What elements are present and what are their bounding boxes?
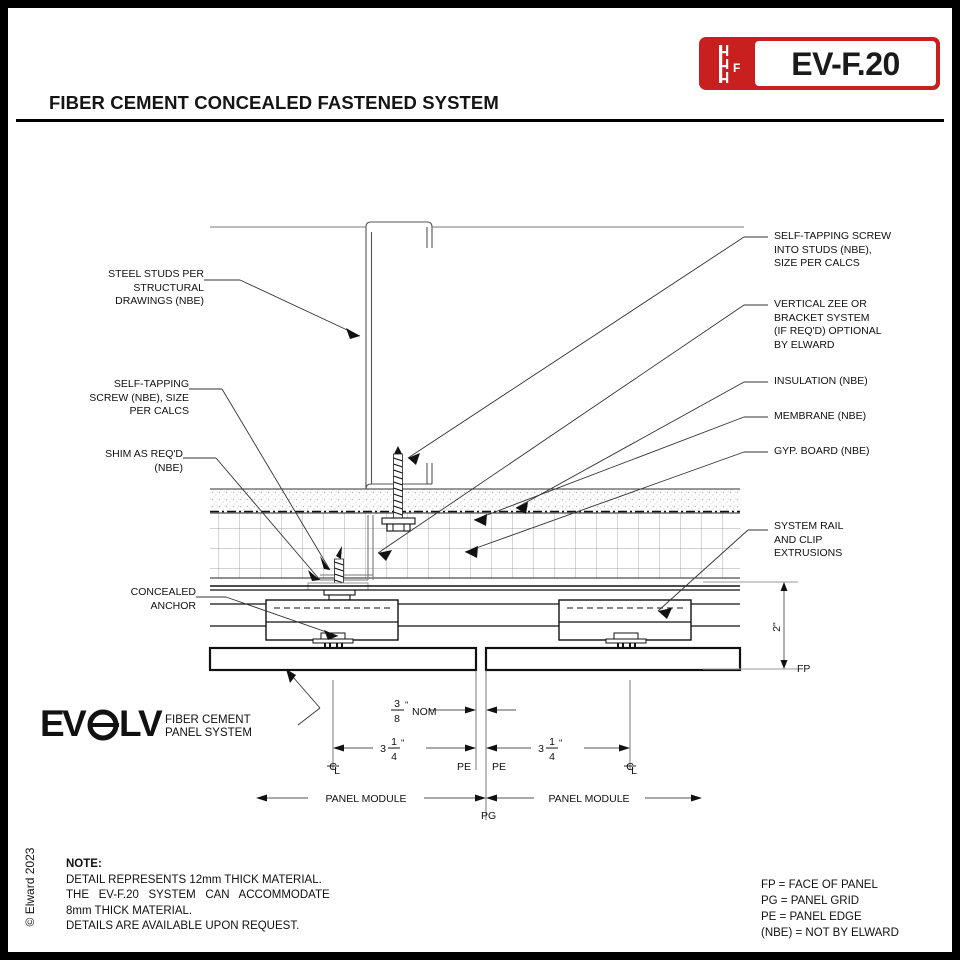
logo-tagline: FIBER CEMENT PANEL SYSTEM [165,714,252,740]
note-block: NOTE: DETAIL REPRESENTS 12mm THICK MATER… [66,857,330,935]
vertical-dimension-2in [703,581,798,670]
gap-dimension-text: 3 8 " NOM [391,698,437,725]
svg-text:3: 3 [538,743,544,755]
wall-section-drawing: 2" FP 3 8 " NOM [183,221,810,822]
label-shim: SHIM AS REQ'D (NBE) [105,448,183,474]
note-line-3: 8mm THICK MATERIAL. [66,904,193,917]
insulation-layer [210,488,740,511]
svg-text:V: V [138,703,163,744]
face-of-panel-tag: FP [797,663,810,675]
label-concealed-anchor: CONCEALED ANCHOR [130,586,196,612]
logo-tagline-line1: FIBER CEMENT [165,714,251,726]
svg-text:E: E [40,703,64,744]
svg-text:3: 3 [380,743,386,755]
svg-text:PE: PE [457,761,471,773]
sheet-title: FIBER CEMENT CONCEALED FASTENED SYSTEM [49,92,499,113]
legend-line-3: PE = PANEL EDGE [761,911,862,923]
label-gyp-board: GYP. BOARD (NBE) [774,445,870,457]
screw-upper [381,446,416,532]
fiber-cement-panel-right [484,646,742,672]
leader-lines [183,236,768,726]
svg-text:L: L [334,765,340,777]
svg-text:V: V [62,703,87,744]
svg-text:3: 3 [394,698,400,710]
badge-code-plate: EV-F.20 [755,41,936,86]
svg-text:1: 1 [391,736,397,748]
dimension-extension-lines [332,670,631,820]
svg-text:1: 1 [549,736,555,748]
svg-text:": " [405,700,408,711]
detail-number-badge: F EV-F.20 [699,37,940,90]
centerline-tags: C L C L PE PE [327,761,637,777]
svg-text:C: C [329,761,337,773]
steel-stud [365,221,433,490]
svg-text:L: L [119,703,141,744]
panel-grid-tag: PG [481,810,496,822]
svg-text:": " [559,738,562,749]
label-insulation: INSULATION (NBE) [774,375,868,387]
vertical-zee-bracket [320,515,374,581]
clip-extrusion-left [265,599,399,644]
header-divider [16,119,944,122]
evolv-logo: E V L V [40,703,164,744]
drawing-page: F EV-F.20 FIBER CEMENT CONCEALED FASTENE… [8,8,952,952]
svg-text:8: 8 [394,713,400,725]
panel-module-left-label: PANEL MODULE [325,793,406,805]
module-half-left-text: 3 1 4 " [380,736,404,763]
logo-o-mark [87,709,119,741]
label-self-tapping-screw: SELF-TAPPING SCREW (NBE), SIZE PER CALCS [89,378,189,417]
note-line-1: DETAIL REPRESENTS 12mm THICK MATERIAL. [66,873,322,886]
svg-text:4: 4 [391,751,397,763]
label-steel-studs: STEEL STUDS PER STRUCTURAL DRAWINGS (NBE… [108,268,204,307]
clip-extrusion-right [558,599,692,644]
badge-letter: F [733,61,741,75]
svg-text:L: L [631,765,637,777]
gap-dimension [429,706,516,714]
legend-line-4: (NBE) = NOT BY ELWARD [761,927,899,939]
note-heading: NOTE: [66,858,102,870]
svg-text:NOM: NOM [412,706,437,718]
label-vertical-zee: VERTICAL ZEE OR BRACKET SYSTEM (IF REQ'D… [774,298,882,351]
legend-line-1: FP = FACE OF PANEL [761,879,878,891]
svg-text:C: C [626,761,634,773]
fiber-cement-panel-left [208,646,478,672]
gyp-board-layer [210,512,740,579]
logo-tagline-line2: PANEL SYSTEM [165,727,252,739]
label-membrane: MEMBRANE (NBE) [774,410,867,422]
label-system-rail: SYSTEM RAIL AND CLIP EXTRUSIONS [774,520,844,559]
svg-text:PE: PE [492,761,506,773]
detail-number: EV-F.20 [791,45,900,82]
module-half-dimension-left [333,744,476,752]
label-self-tapping-screw-studs: SELF-TAPPING SCREW INTO STUDS (NBE), SIZ… [774,230,892,269]
note-line-4: DETAILS ARE AVAILABLE UPON REQUEST. [66,920,300,932]
panel-section-icon [719,45,729,83]
svg-text:": " [401,738,404,749]
panel-module-dimension [256,794,702,802]
legend-line-2: PG = PANEL GRID [761,895,860,907]
panel-module-right-label: PANEL MODULE [548,793,629,805]
abbreviation-legend: FP = FACE OF PANEL PG = PANEL GRID PE = … [761,877,899,941]
module-half-dimension-right [486,744,630,752]
module-half-right-text: 3 1 4 " [538,736,562,763]
vertical-dimension-label: 2" [771,622,783,632]
note-line-2: THE EV-F.20 SYSTEM CAN ACCOMMODATE [66,889,330,901]
svg-text:4: 4 [549,751,555,763]
